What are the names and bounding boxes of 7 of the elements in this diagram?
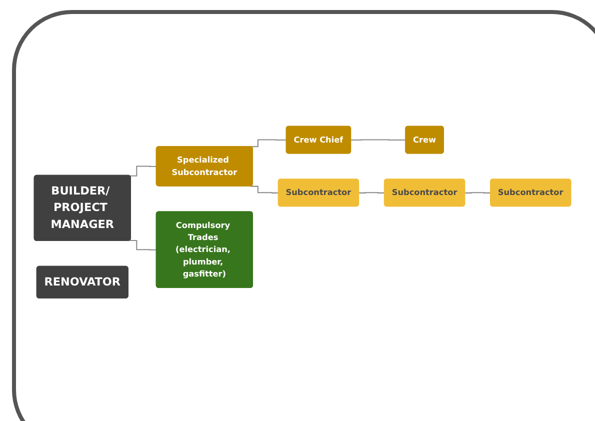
connector bbox=[351, 140, 406, 141]
connector bbox=[250, 140, 286, 148]
connector bbox=[465, 192, 491, 194]
connector bbox=[130, 240, 156, 251]
connector bbox=[250, 186, 278, 194]
connector bbox=[130, 166, 156, 177]
connector bbox=[359, 192, 384, 194]
